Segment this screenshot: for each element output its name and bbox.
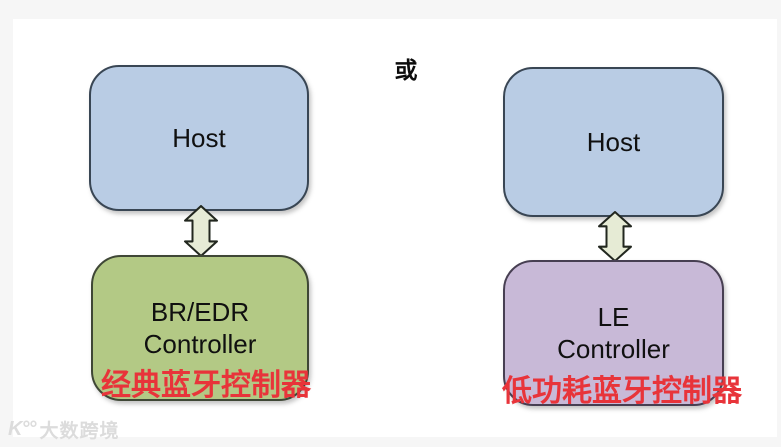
left-bredr-controller-box: BR/EDR Controller [91, 255, 309, 401]
left-host-label: Host [172, 123, 226, 153]
left-controller-label-line1: BR/EDR [150, 297, 250, 327]
right-annotation-ble-controller: 低功耗蓝牙控制器 [502, 375, 742, 408]
right-host-label: Host [586, 127, 641, 157]
right-controller-label-line1: LE [597, 302, 630, 332]
watermark-text: 大数跨境 [39, 421, 120, 442]
left-annotation-classic-bluetooth: 经典蓝牙控制器 [101, 369, 311, 402]
watermark: K°° 大数跨境 [8, 416, 119, 443]
smiley-degrees-logo-icon: K°° [8, 418, 36, 440]
right-double-arrow-icon [598, 211, 632, 262]
right-host-box: Host [503, 67, 724, 217]
left-controller-label-line2: Controller [143, 329, 257, 359]
left-host-box: Host [89, 65, 309, 211]
or-separator-label: 或 [394, 57, 418, 83]
left-double-arrow-icon [184, 205, 218, 257]
right-le-controller-box: LE Controller [503, 260, 724, 406]
right-controller-label-line2: Controller [557, 334, 670, 364]
